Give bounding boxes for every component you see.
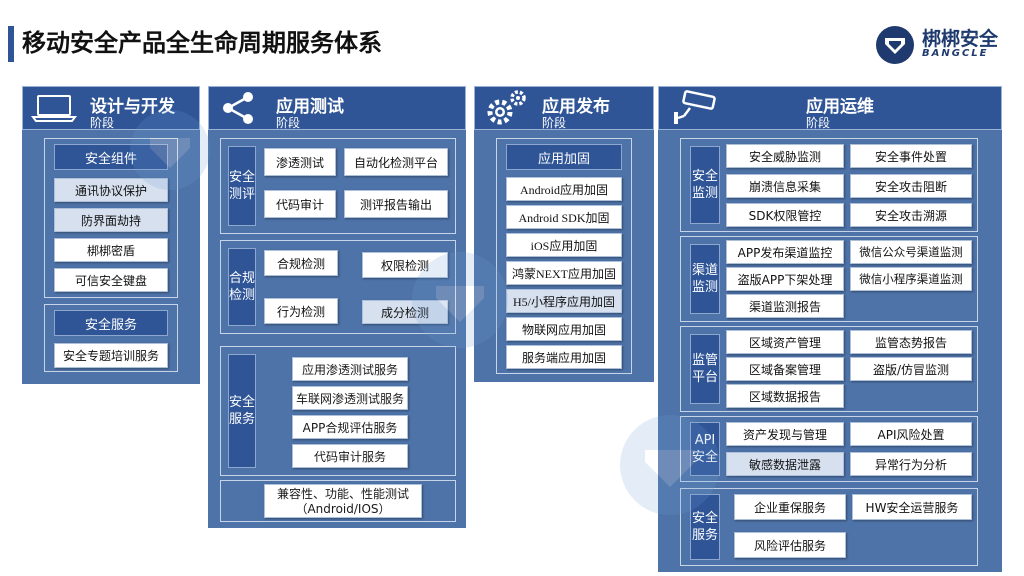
ops-item: 安全攻击阻断 <box>850 174 972 198</box>
ops-group-label: API 安全 <box>690 422 720 476</box>
ops-group-label: 安全 监测 <box>690 146 720 224</box>
page-title: 移动安全产品全生命周期服务体系 <box>22 29 382 57</box>
watermark-icon <box>620 415 720 515</box>
design-subtitle: 阶段 <box>90 116 115 130</box>
ops-item: 区域数据报告 <box>726 384 844 408</box>
ops-item: 监管态势报告 <box>850 330 972 354</box>
watermark-icon <box>412 252 508 348</box>
testing-service-item: 代码审计服务 <box>292 444 408 468</box>
compliance-item: 合规检测 <box>264 250 338 276</box>
hardening-item: Android应用加固 <box>506 177 622 201</box>
bangcle-logo-icon <box>876 26 914 64</box>
ops-item: 资产发现与管理 <box>726 422 844 446</box>
design-title: 设计与开发 <box>90 97 175 117</box>
design-header <box>22 86 200 130</box>
component-item: 防界面劫持 <box>54 208 168 232</box>
ops-item: API风险处置 <box>850 422 972 446</box>
ops-item: 风险评估服务 <box>734 532 846 558</box>
hardening-item: Android SDK加固 <box>506 205 622 229</box>
compat-box: 兼容性、功能、性能测试 （Android/IOS） <box>264 484 422 518</box>
gears-icon <box>487 90 526 125</box>
ops-group-label: 监管 平台 <box>690 334 720 404</box>
design-services-header: 安全服务 <box>54 310 168 336</box>
ops-subtitle: 阶段 <box>806 116 831 130</box>
testing-service-item: APP合规评估服务 <box>292 415 408 439</box>
components-header: 安全组件 <box>54 144 168 170</box>
eval-item: 测评报告输出 <box>344 190 448 218</box>
hardening-item: 物联网应用加固 <box>506 317 622 341</box>
ops-item: 盗版/仿冒监测 <box>850 357 972 381</box>
component-item: 通讯协议保护 <box>54 178 168 202</box>
compat-line2: （Android/IOS） <box>295 502 391 516</box>
camera-icon <box>674 90 716 124</box>
watermark-icon <box>130 110 210 190</box>
testing-services-label: 安全 服务 <box>228 354 256 468</box>
ops-item: 安全事件处置 <box>850 144 972 168</box>
hardening-item: H5/小程序应用加固 <box>506 289 622 313</box>
ops-item: 渠道监测报告 <box>726 294 844 318</box>
eval-label: 安全 测评 <box>228 146 256 226</box>
testing-service-item: 车联网渗透测试服务 <box>292 386 408 410</box>
ops-group-label: 渠道 监测 <box>690 244 720 314</box>
ops-group-label: 安全 服务 <box>690 494 720 560</box>
service-item: 安全专题培训服务 <box>54 343 168 368</box>
ops-header <box>658 86 1002 130</box>
ops-item: HW安全运营服务 <box>852 494 972 520</box>
ops-title: 应用运维 <box>806 97 874 117</box>
laptop-icon <box>31 95 77 122</box>
compliance-label: 合规 检测 <box>228 248 256 326</box>
hardening-item: 鸿蒙NEXT应用加固 <box>506 261 622 285</box>
ops-item: 盗版APP下架处理 <box>726 267 844 291</box>
ops-item: 敏感数据泄露 <box>726 452 844 476</box>
compliance-item: 权限检测 <box>362 252 448 278</box>
ops-item: 安全威胁监测 <box>726 144 844 168</box>
logo-text: 梆梆安全 <box>922 28 999 50</box>
hardening-header: 应用加固 <box>506 144 622 170</box>
compliance-item: 成分检测 <box>362 300 448 324</box>
ops-item: 微信公众号渠道监测 <box>850 240 972 264</box>
ops-item: 崩溃信息采集 <box>726 174 844 198</box>
share-icon <box>223 92 253 124</box>
hardening-item: iOS应用加固 <box>506 233 622 257</box>
testing-subtitle: 阶段 <box>276 116 301 130</box>
eval-item: 自动化检测平台 <box>344 148 448 176</box>
ops-item: APP发布渠道监控 <box>726 240 844 264</box>
eval-item: 渗透测试 <box>264 148 336 176</box>
compliance-item: 行为检测 <box>264 298 338 324</box>
release-title: 应用发布 <box>542 97 610 117</box>
title-accent-bar <box>8 26 14 62</box>
eval-item: 代码审计 <box>264 190 336 218</box>
ops-item: 区域资产管理 <box>726 330 844 354</box>
release-header <box>474 86 654 130</box>
testing-service-item: 应用渗透测试服务 <box>292 357 408 381</box>
ops-item: 微信小程序渠道监测 <box>850 267 972 291</box>
ops-item: 安全攻击溯源 <box>850 203 972 227</box>
release-subtitle: 阶段 <box>542 116 567 130</box>
ops-item: SDK权限管控 <box>726 203 844 227</box>
ops-item: 区域备案管理 <box>726 357 844 381</box>
component-item: 梆梆密盾 <box>54 238 168 262</box>
ops-item: 异常行为分析 <box>850 452 972 476</box>
logo-subtext: BANGCLE <box>922 48 989 59</box>
ops-item: 企业重保服务 <box>734 494 846 520</box>
hardening-item: 服务端应用加固 <box>506 345 622 369</box>
testing-title: 应用测试 <box>276 97 344 117</box>
compat-line1: 兼容性、功能、性能测试 <box>276 487 409 501</box>
component-item: 可信安全键盘 <box>54 268 168 292</box>
